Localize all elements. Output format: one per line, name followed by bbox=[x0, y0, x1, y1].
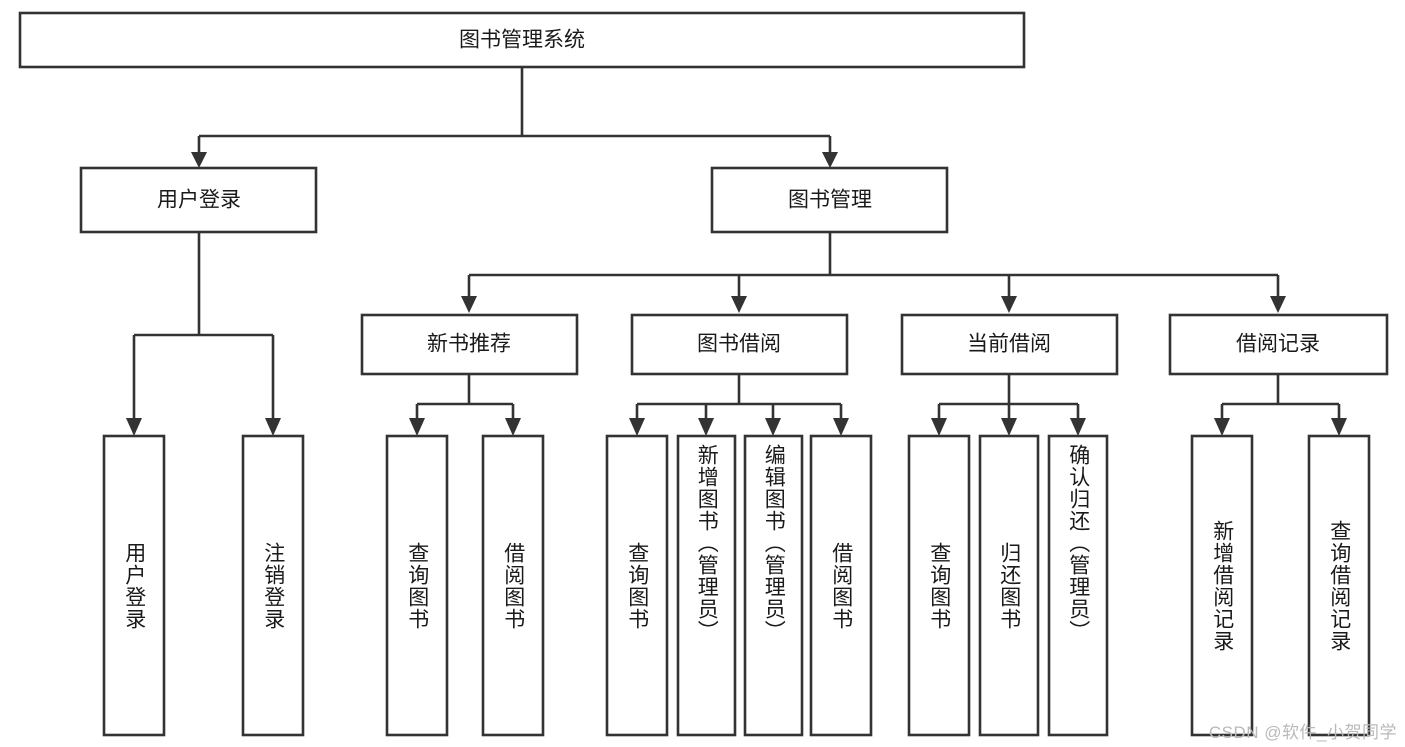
node-current-borrow[interactable]: 当前借阅 bbox=[900, 313, 1119, 376]
leaf-box-br-add-record[interactable] bbox=[1190, 434, 1254, 737]
connectors-layer bbox=[126, 67, 1347, 436]
leaf-box-cb-query-book[interactable] bbox=[907, 434, 971, 737]
node-borrow-record-label: 借阅记录 bbox=[1236, 333, 1320, 356]
node-user-login-label: 用户登录 bbox=[157, 189, 241, 212]
node-borrow-record-box[interactable] bbox=[1168, 313, 1389, 376]
node-root-box[interactable] bbox=[18, 11, 1026, 69]
node-current-borrow-box[interactable] bbox=[900, 313, 1119, 376]
arrow-leaf-logout bbox=[265, 418, 281, 436]
node-book-borrow-box[interactable] bbox=[630, 313, 849, 376]
arrow-new-book bbox=[461, 296, 477, 313]
leaf-box-nb-borrow-book[interactable] bbox=[481, 434, 545, 737]
node-current-borrow-label: 当前借阅 bbox=[967, 333, 1051, 356]
leaf-box-bb-borrow-book[interactable] bbox=[809, 434, 873, 737]
leaf-box-bb-edit-book[interactable] bbox=[743, 434, 804, 737]
leaf-box-cb-return-book[interactable] bbox=[978, 434, 1040, 737]
csdn-watermark: CSDN @软件_小贺同学 bbox=[1208, 723, 1397, 742]
leaf-box-logout[interactable] bbox=[241, 434, 305, 737]
node-book-manage[interactable]: 图书管理 bbox=[710, 166, 949, 234]
node-borrow-record[interactable]: 借阅记录 bbox=[1168, 313, 1389, 376]
arrow-borrow-record bbox=[1270, 296, 1286, 313]
arrow-leaf-cb-3 bbox=[1070, 418, 1086, 436]
node-book-manage-label: 图书管理 bbox=[788, 189, 872, 212]
arrow-book-borrow bbox=[731, 296, 747, 313]
arrow-leaf-br-2 bbox=[1331, 418, 1347, 436]
arrow-leaf-cb-2 bbox=[1001, 418, 1017, 436]
leaf-box-bb-query-book[interactable] bbox=[605, 434, 669, 737]
arrow-leaf-cb-1 bbox=[931, 418, 947, 436]
node-book-borrow[interactable]: 图书借阅 bbox=[630, 313, 849, 376]
node-new-book-recommend-label: 新书推荐 bbox=[427, 333, 511, 356]
arrow-leaf-bb-1 bbox=[629, 418, 645, 436]
leaf-boxes-layer bbox=[102, 434, 1371, 737]
node-new-book-recommend[interactable]: 新书推荐 bbox=[360, 313, 579, 376]
leaf-box-bb-add-book[interactable] bbox=[676, 434, 737, 737]
node-user-login[interactable]: 用户登录 bbox=[79, 166, 318, 234]
leaf-box-user-login[interactable] bbox=[102, 434, 166, 737]
node-user-login-box[interactable] bbox=[79, 166, 318, 234]
arrow-leaf-nb-2 bbox=[505, 418, 521, 436]
node-root-label: 图书管理系统 bbox=[459, 29, 585, 52]
node-book-borrow-label: 图书借阅 bbox=[697, 333, 781, 356]
node-new-book-recommend-box[interactable] bbox=[360, 313, 579, 376]
arrow-to-book-manage bbox=[822, 152, 838, 168]
arrow-to-user-login bbox=[191, 152, 207, 168]
leaf-box-br-query-record[interactable] bbox=[1307, 434, 1371, 737]
leaf-box-nb-query-book[interactable] bbox=[385, 434, 449, 737]
node-root[interactable]: 图书管理系统 bbox=[18, 11, 1026, 69]
arrow-leaf-bb-3 bbox=[765, 418, 781, 436]
leaf-box-cb-confirm-return[interactable] bbox=[1047, 434, 1109, 737]
arrow-leaf-nb-1 bbox=[409, 418, 425, 436]
arrow-current-borrow bbox=[1001, 296, 1017, 313]
arrow-leaf-bb-2 bbox=[698, 418, 714, 436]
arrow-leaf-user-login bbox=[126, 418, 142, 436]
arrow-leaf-bb-4 bbox=[833, 418, 849, 436]
arrow-leaf-br-1 bbox=[1214, 418, 1230, 436]
node-book-manage-box[interactable] bbox=[710, 166, 949, 234]
